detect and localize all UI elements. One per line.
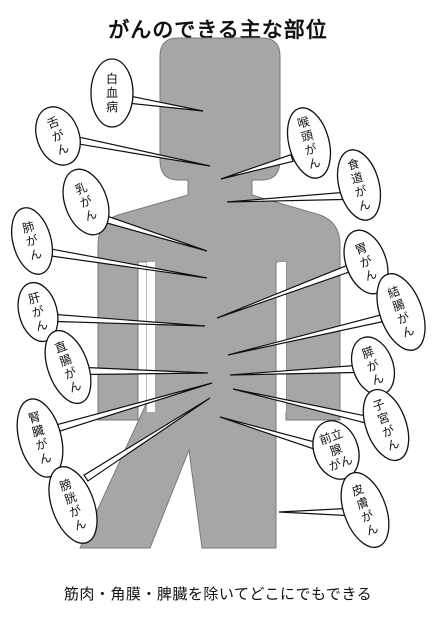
bubble-lung: 肺がん: [5, 203, 59, 279]
right-arm-gap: [278, 262, 286, 412]
site-label-leukemia: 病: [106, 99, 118, 114]
site-label-leukemia: 白: [106, 71, 118, 86]
diagram-caption: 筋肉・角膜・脾臓を除いてどこにでもできる: [0, 583, 436, 604]
left-arm-gap: [147, 262, 155, 412]
bubble-leukemia: 白血病: [91, 59, 133, 127]
bubble-tongue: 舌がん: [28, 101, 88, 172]
site-label-leukemia: 血: [106, 86, 118, 100]
pointer-skin: [279, 509, 346, 516]
